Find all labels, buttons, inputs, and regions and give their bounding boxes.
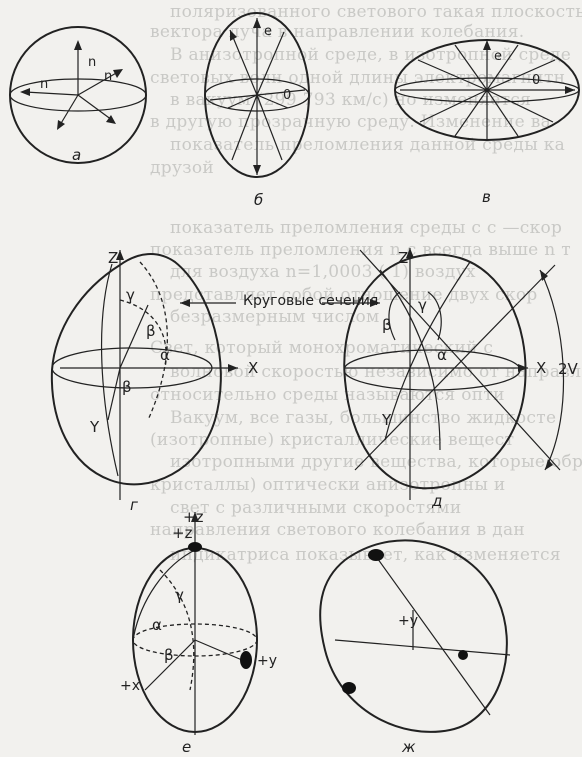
background-text-line: изотропными другие вещества, которые обр… [170,452,582,472]
background-text-line: Вакуум, все газы, большинство жидкосте [170,408,557,428]
figure-b-label: б [254,191,263,209]
gamma-label: γ [175,586,184,604]
n-label: n [104,69,112,84]
figure-b-ellipsoid: 0 e б [204,12,310,209]
circular-sections-callout: Круговые сечения [180,293,380,309]
x-axis-label: X [536,359,546,377]
figure-d-label: д [431,492,442,510]
figure-v-label: в [482,188,491,206]
beta-label: β [382,316,392,334]
background-text-line: В анизотропной среде, в изотропной среде [170,45,572,65]
alpha-label: α [160,346,170,364]
x-axis-label: X [248,359,258,377]
background-text-line: свет с различными скоростями [170,498,462,518]
alpha-label: α [437,346,447,364]
e-label: e [494,49,502,64]
background-text-line: безразмерным числом [170,307,380,327]
gamma-label: γ [418,296,427,314]
figure-g-label: г [130,496,138,514]
figure-e-label: е [182,738,191,756]
background-text-line: показатель преломления среды с с —скор [170,218,563,238]
figure-zh-label: ж [401,738,416,756]
y-axis-label: Y [89,418,100,436]
beta-label: β [164,646,174,664]
figure-g-biaxial-indicatrix: Z X Y α β β γ г [50,249,258,514]
plus-x-label: +x [120,678,140,694]
plus-y-label: +y [257,653,277,669]
figure-a-sphere: n n n а [9,26,147,164]
beta-label: β [122,378,132,396]
background-text-line: световых волн одной длины электромагнитн [150,68,566,88]
background-text-line: для воздуха n=1,0003 ( 1) воздух [170,262,476,282]
figure-d-optic-axes: Z X α β γ Y 2V д [343,248,579,510]
circular-sections-label: Круговые сечения [243,293,378,309]
background-text-line: представляет собой отношение двух скор [150,285,538,305]
plus-y-label: +y [398,613,418,629]
background-text-line: друзой [150,158,214,178]
background-text-line: вектора луча в направлении колебания. [150,22,525,42]
figure-v-ellipsoid: e 0 в [394,39,580,206]
y-axis-label: Y [381,411,392,429]
o-label: 0 [532,73,540,88]
o-label: 0 [283,88,291,103]
z-axis-label: Z [108,249,118,267]
background-text-line: (изотропные) кристаллические вещест [150,430,515,450]
background-text-line: Свет, который монохроматический с [150,338,494,358]
gamma-label: γ [126,286,135,304]
background-text-line: показатель преломления данной среды ка [170,135,566,155]
n-label: n [88,55,96,70]
e-label: e [264,24,272,39]
background-text-line: в другую прозрачную среду. Изменение ва [150,112,551,132]
background-text-line: индикатриса показывает, как изменяется [170,545,561,565]
beta-label: β [146,322,156,340]
figure-a-label: а [72,146,81,164]
n-label: n [40,77,48,92]
two-v-label: 2V [558,360,579,378]
z-axis-label: Z [398,249,408,267]
plus-z-label: +z [183,508,204,526]
background-text-line: волновой скоростью независимо от направл… [170,362,582,382]
background-text-line: направления светового колебания в дан [150,520,526,540]
plus-z-label: +z [172,524,193,542]
figure-zh-section: +y ж [319,539,511,756]
alpha-label: α [152,616,162,634]
background-text-line: кристаллы) оптически анизотропны и [150,475,506,495]
figure-e-biaxial-sections: +z +z +y +x γ α β е [120,508,277,756]
